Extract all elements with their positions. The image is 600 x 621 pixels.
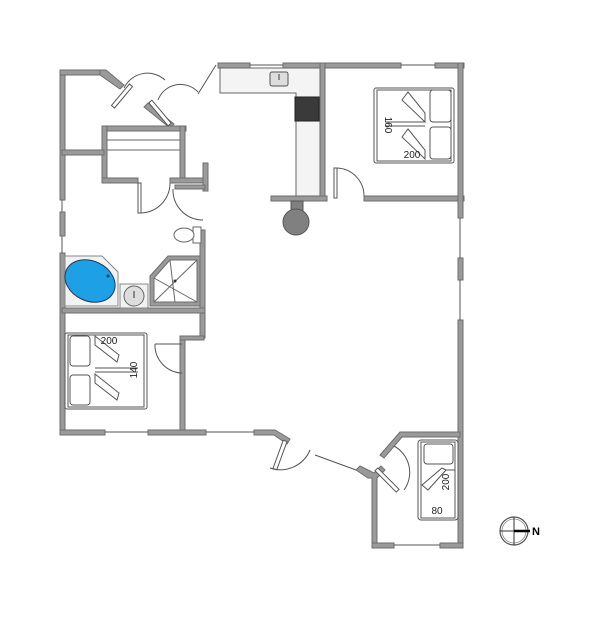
window-angled-nw (197, 64, 217, 95)
bed-w-width-label: 140 (129, 361, 140, 378)
toilet-icon (173, 227, 195, 243)
wall-north-west (59, 69, 103, 76)
bed-w-mattress (67, 334, 145, 408)
wall-sauna-right (179, 125, 186, 184)
sauna-benches (107, 139, 180, 151)
kitchen (219, 67, 321, 236)
bed-se-length-label: 200 (441, 473, 452, 490)
wall-stub-low (174, 184, 206, 190)
bed-se (417, 439, 459, 521)
wall-bedroom-ne-south (363, 195, 465, 202)
bed-w-pillow-2 (69, 374, 91, 406)
bed-w-length-label: 200 (101, 336, 118, 347)
bed-ne-pillow-1 (429, 89, 452, 123)
bathtub-drain-icon (106, 274, 110, 278)
wall-west-divider (61, 149, 105, 156)
bed-se-pillow (423, 443, 454, 465)
stove-icon (294, 96, 320, 122)
doors (110, 72, 411, 493)
shower-line-1 (153, 277, 198, 303)
door-entry-arc-2 (157, 83, 199, 101)
shower-drain-icon (173, 279, 177, 283)
wall-bedroom-se-north (379, 431, 461, 459)
door-bath-arc (172, 188, 204, 221)
wall-sauna-top (101, 125, 187, 132)
window-angled-se (314, 454, 357, 471)
wall-east-pier (457, 257, 464, 281)
wall-east-upper (457, 62, 464, 219)
wall-bedroom-se-west (355, 465, 386, 546)
wood-stove-icon (282, 208, 310, 236)
wall-west-lower (59, 252, 66, 434)
door-entry-arc-1 (123, 72, 166, 89)
compass-north-label: N (532, 526, 540, 538)
bed-ne-sheet-fold-2 (401, 128, 426, 161)
wall-sauna-bottom-left (101, 177, 139, 184)
wall-north-kitchen-1 (217, 62, 251, 69)
wall-south-1 (59, 429, 106, 436)
bed-w (64, 332, 148, 410)
wall-south-2 (147, 429, 207, 436)
wall-bath-south (61, 307, 206, 314)
bed-se-mattress (420, 441, 456, 519)
bed-ne-mattress (376, 89, 452, 162)
wall-kitchen-south (270, 195, 328, 202)
door-entry-leaf-1[interactable] (110, 83, 134, 109)
bathroom (64, 226, 202, 309)
door-bedroom-ne-leaf[interactable] (333, 167, 338, 199)
door-sauna-arc (140, 182, 171, 214)
bed-w-sheet-fold-2 (94, 372, 120, 401)
wall-south-east-1 (371, 542, 395, 549)
bed-w-pillow-1 (69, 335, 91, 367)
bed-se-width-label: 80 (431, 506, 443, 517)
door-sauna-leaf[interactable] (137, 182, 142, 214)
wall-bedroom-w-corner (179, 335, 205, 341)
wall-west-upper (59, 69, 66, 201)
wall-south-angled (253, 429, 291, 445)
bed-ne-sheet-fold-1 (401, 91, 426, 124)
door-bedroom-w-arc (154, 343, 183, 374)
kitchen-counter (219, 67, 321, 197)
wall-kitchen-bedroom-divider (319, 62, 326, 199)
wall-stub-east (202, 162, 209, 192)
door-south-arc (269, 449, 311, 471)
door-south-leaf[interactable] (272, 439, 288, 471)
door-bedroom-ne-arc (336, 167, 365, 197)
door-entry-leaf-2[interactable] (148, 99, 172, 127)
wall-bedroom-w-east (179, 337, 186, 434)
wall-bath-east (199, 229, 206, 339)
door-bedroom-se-arc (393, 445, 411, 491)
bed-w-sheet-fold-1 (94, 334, 120, 363)
wall-sauna-bottom-right (169, 177, 207, 184)
compass-icon (499, 516, 530, 546)
bed-ne-pillow-2 (429, 126, 452, 160)
bed-ne (373, 87, 455, 164)
bed-ne-length-label: 200 (404, 150, 421, 161)
shower-line-2 (169, 259, 176, 303)
wall-south-east-2 (439, 542, 464, 549)
windows (61, 64, 461, 546)
wall-angled-entry (99, 69, 125, 90)
wall-north-kitchen-2 (282, 62, 402, 69)
bed-ne-width-label: 160 (382, 117, 393, 134)
wall-west-pier (59, 211, 66, 237)
door-bedroom-se-leaf[interactable] (374, 467, 400, 493)
bathtub-icon (64, 259, 116, 303)
